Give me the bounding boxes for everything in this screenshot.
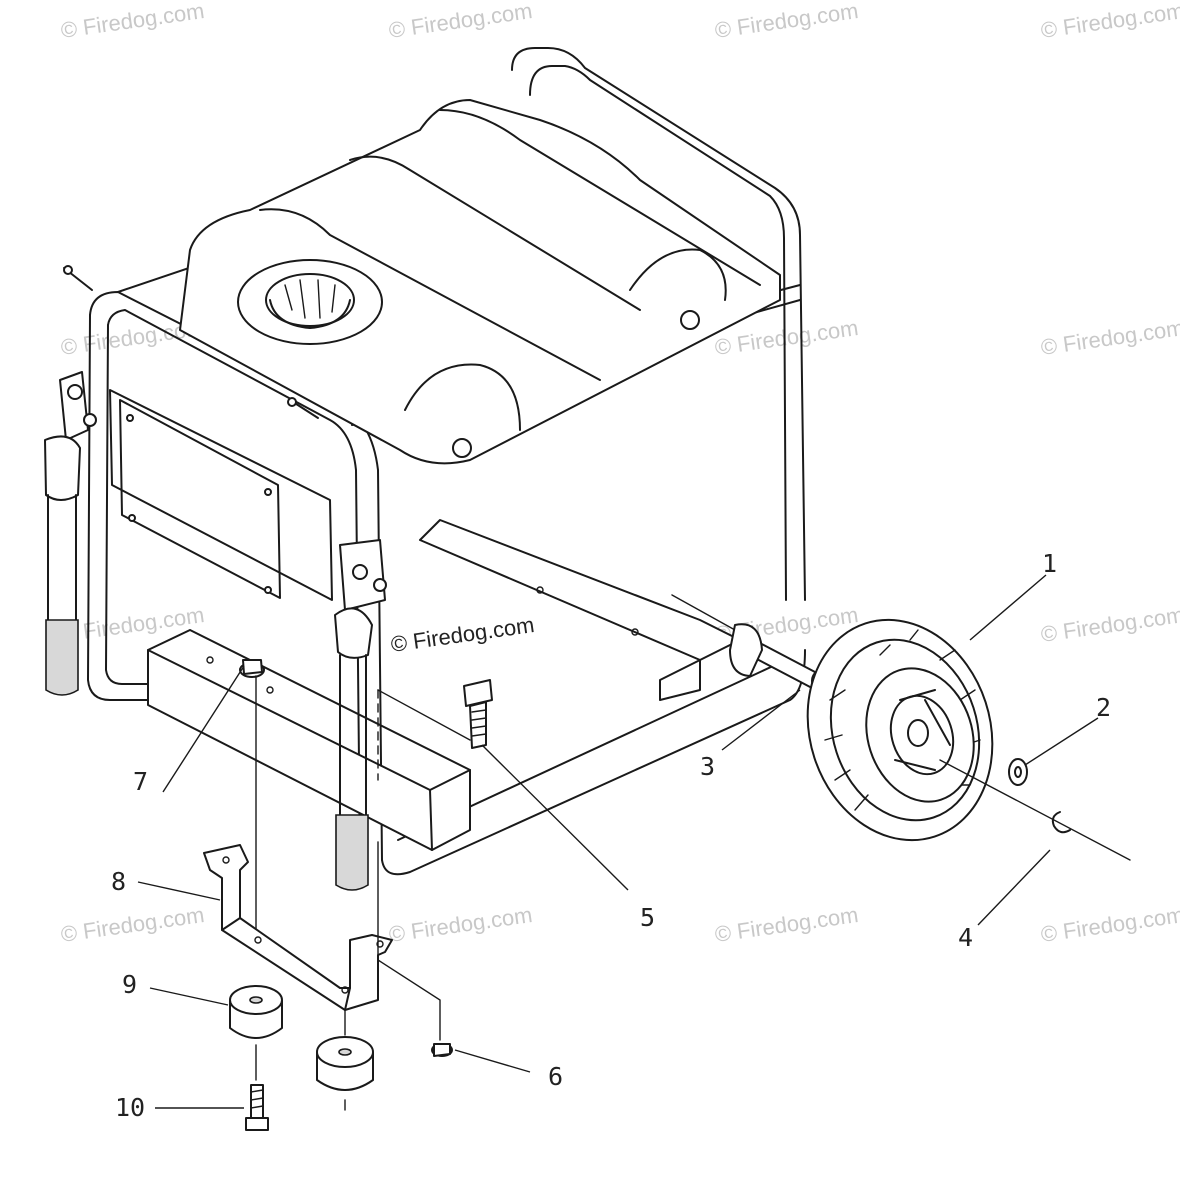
rubber-foot bbox=[316, 1036, 374, 1091]
side-panel bbox=[109, 389, 333, 601]
flange-nut bbox=[431, 1043, 453, 1057]
washer bbox=[1008, 758, 1028, 786]
callout-leaders bbox=[137, 574, 1099, 1109]
right-handle bbox=[287, 397, 387, 891]
callout-number: 6 bbox=[548, 1062, 563, 1091]
watermark: © Firedog.com bbox=[387, 0, 534, 43]
watermark: © Firedog.com bbox=[713, 902, 860, 947]
watermark: © Firedog.com bbox=[59, 0, 206, 43]
axle bbox=[671, 594, 825, 691]
watermark: © Firedog.com bbox=[59, 902, 206, 947]
callout-number: 9 bbox=[122, 970, 137, 999]
e-clip bbox=[1051, 811, 1071, 834]
callout-number: 8 bbox=[111, 867, 126, 896]
callout-number: 3 bbox=[700, 752, 715, 781]
tank-bolt bbox=[452, 438, 472, 458]
watermark-center: © Firedog.com bbox=[389, 612, 536, 657]
callout-number: 4 bbox=[958, 923, 973, 952]
callout-number: 5 bbox=[640, 903, 655, 932]
watermark-layer: © Firedog.com © Firedog.com © Firedog.co… bbox=[59, 0, 1180, 947]
wheel bbox=[806, 618, 994, 842]
watermark: © Firedog.com bbox=[713, 0, 860, 43]
watermark: © Firedog.com bbox=[1039, 902, 1180, 947]
watermark: © Firedog.com bbox=[59, 602, 206, 647]
callout-number: 2 bbox=[1096, 693, 1111, 722]
tank-bolt bbox=[680, 310, 700, 330]
left-handle bbox=[44, 265, 97, 696]
fuel-tank bbox=[179, 99, 781, 465]
callout-number: 1 bbox=[1042, 549, 1057, 578]
watermark: © Firedog.com bbox=[1039, 602, 1180, 647]
mounting-bracket bbox=[203, 844, 393, 1011]
watermark: © Firedog.com bbox=[387, 902, 534, 947]
handle-grip bbox=[335, 814, 369, 891]
callout-number: 7 bbox=[133, 767, 148, 796]
handle-grip bbox=[45, 619, 79, 696]
callout-labels: 1 2 3 4 5 6 7 8 9 10 bbox=[111, 549, 1111, 1122]
flange-nut bbox=[239, 659, 265, 678]
watermark: © Firedog.com bbox=[1039, 0, 1180, 43]
bolt bbox=[463, 679, 493, 749]
callout-number: 10 bbox=[115, 1093, 145, 1122]
watermark: © Firedog.com bbox=[1039, 315, 1180, 360]
bolt bbox=[245, 1084, 269, 1131]
base-rails bbox=[147, 519, 741, 851]
rubber-foot bbox=[229, 985, 283, 1039]
